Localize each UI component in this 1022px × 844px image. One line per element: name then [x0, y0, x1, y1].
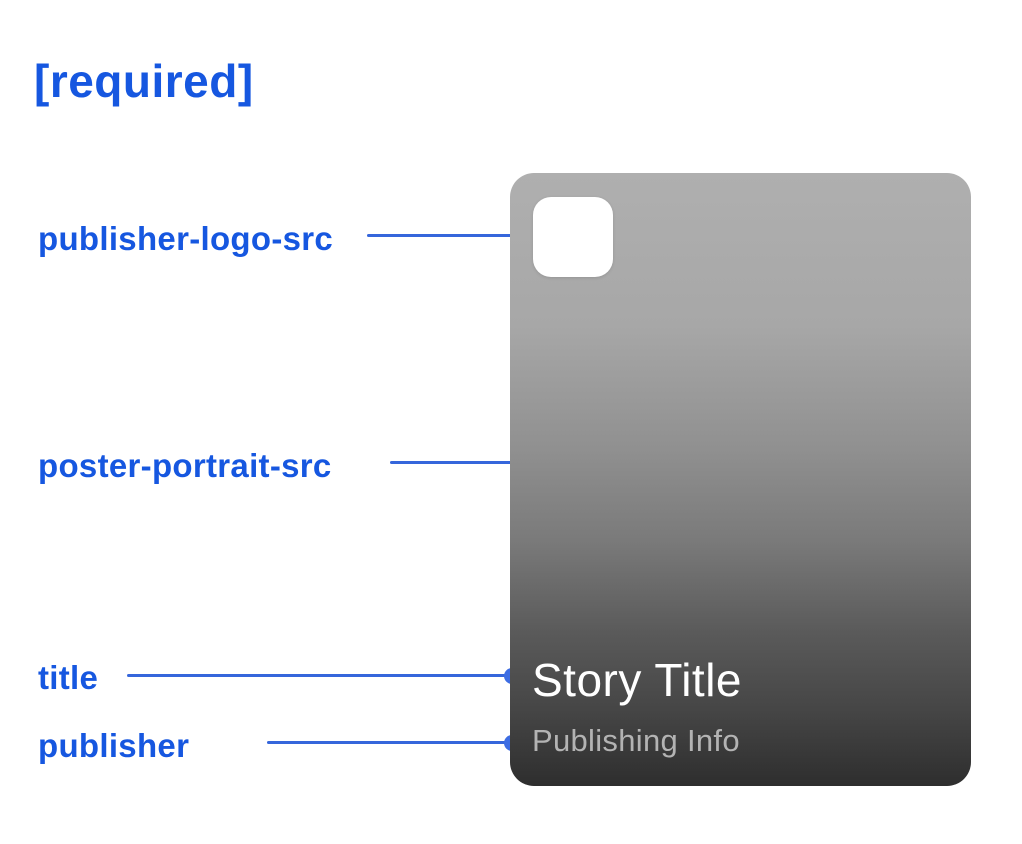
connector-line-publisher-logo-src: [367, 234, 570, 237]
label-publisher: publisher: [38, 727, 190, 764]
story-title: Story Title: [532, 654, 743, 707]
page-title: [required]: [34, 55, 254, 107]
story-poster-card: Story Title Publishing Info: [510, 173, 971, 786]
connector-line-publisher: [267, 741, 512, 744]
label-title: title: [38, 659, 99, 696]
label-poster-portrait-src: poster-portrait-src: [38, 447, 332, 484]
publisher-logo: [533, 197, 613, 277]
card-meta: Story Title Publishing Info: [532, 656, 951, 758]
label-publisher-logo-src: publisher-logo-src: [38, 220, 334, 257]
publishing-info: Publishing Info: [532, 723, 740, 759]
connector-line-title: [127, 674, 512, 677]
